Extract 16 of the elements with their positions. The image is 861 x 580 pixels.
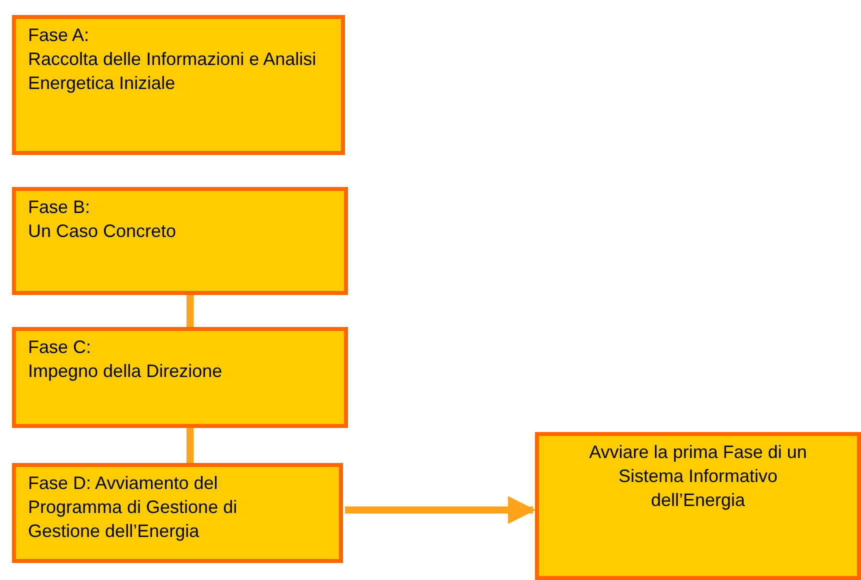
arrow: [345, 496, 536, 524]
box-text: Avviare la prima Fase di un Sistema Informativo dell’Energia: [588, 441, 808, 512]
process-box: [12, 15, 345, 155]
process-box: [12, 327, 348, 428]
process-box: [535, 432, 861, 580]
box-text: Fase D: Avviamento del Programma di Gestione di Gestione dell’Energia: [28, 472, 238, 543]
box-text: Fase A:: [28, 24, 90, 47]
box-text: Fase C:: [28, 336, 92, 359]
process-box: [12, 187, 348, 295]
connector-line: [186, 428, 194, 463]
box-text: Un Caso Concreto: [28, 220, 178, 243]
box-text: Impegno della Direzione: [28, 360, 224, 383]
box-text: Raccolta delle Informazioni e Analisi Energetica Iniziale: [28, 48, 318, 95]
box-text: Fase B:: [28, 196, 92, 219]
connector-line: [186, 295, 194, 327]
process-box: [12, 463, 343, 563]
